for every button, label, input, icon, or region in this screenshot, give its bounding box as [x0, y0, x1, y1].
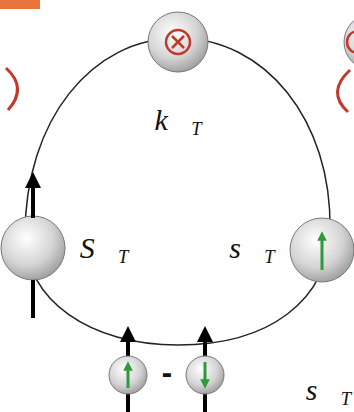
quark-spin-arrow [127, 366, 130, 388]
quark-spin-arrow [204, 362, 207, 384]
quark-ball [109, 356, 147, 394]
loop-line [25, 38, 330, 345]
into-page-symbol [166, 30, 190, 54]
vector-label: S⃗T [80, 233, 129, 266]
into-page-symbol [172, 36, 184, 48]
quark-spin-arrow [321, 236, 324, 270]
rotation-arc [337, 70, 350, 112]
quark-ball [186, 356, 224, 394]
beam-arrow [126, 334, 130, 412]
spin-arrow [31, 186, 35, 218]
quark-ball [148, 12, 208, 72]
minus-sign: - [162, 361, 173, 387]
rotation-arc [6, 68, 18, 110]
vector-label: k⃗T [155, 105, 202, 138]
corner-tab [0, 0, 40, 9]
vector-label: s⃗T [229, 233, 274, 266]
spin-arrow [31, 280, 35, 318]
quark-ball [344, 14, 354, 70]
quark-ball [290, 218, 354, 282]
into-page-symbol [347, 31, 354, 53]
beam-arrow [203, 334, 207, 412]
nucleon-ball [1, 216, 65, 280]
vector-label: s⃗T [306, 375, 351, 408]
